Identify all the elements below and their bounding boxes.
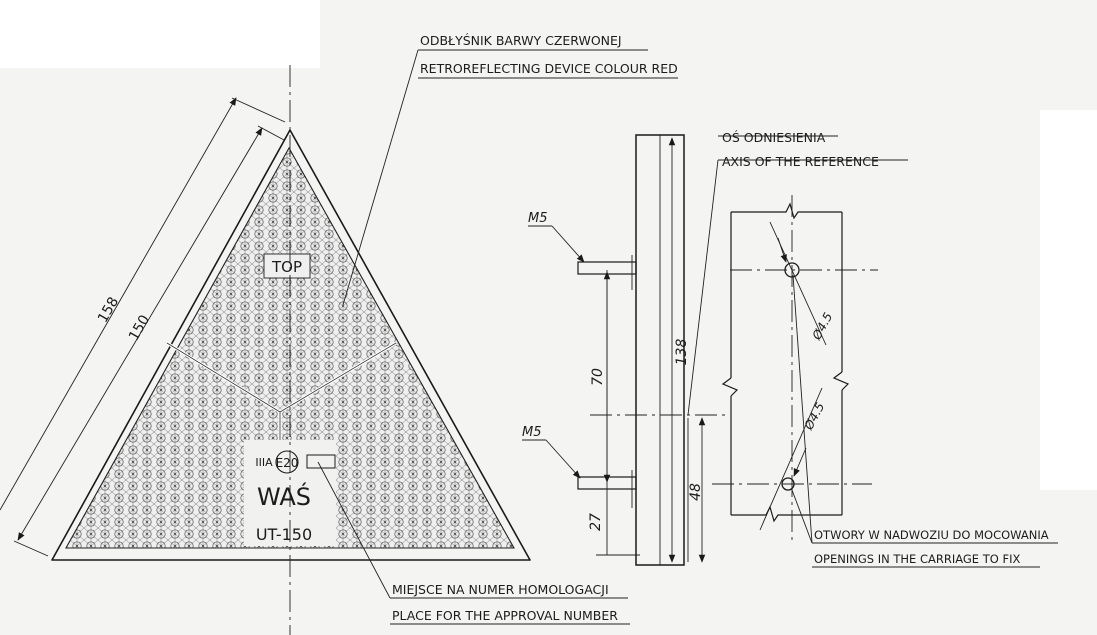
dia-leader-lower [759, 387, 823, 531]
e-mark-circle [275, 450, 299, 474]
model-mark: UT-150 [256, 525, 312, 544]
triangle-dimensions: 158 150 [0, 97, 286, 557]
label-axis-en: AXIS OF THE REFERENCE [722, 154, 879, 169]
label-reflector-pl: ODBŁYŚNIK BARWY CZERWONEJ [420, 33, 622, 48]
dim-27: 27 [588, 513, 604, 531]
label-holes-en: OPENINGS IN THE CARRIAGE TO FIX [814, 552, 1020, 566]
hole-upper [784, 262, 800, 278]
label-axis-pl: OŚ ODNIESIENIA [722, 130, 826, 145]
maker-mark: WAŚ [257, 481, 311, 511]
dim-70: 70 [590, 368, 606, 386]
dim-hole-upper: Ø4.5 [809, 310, 835, 343]
dim-hole-lower: Ø4.5 [801, 400, 827, 433]
paper-patch [1040, 110, 1097, 490]
thread-lower: M5 [522, 425, 542, 440]
class-mark: IIIA [255, 456, 273, 469]
side-view [522, 134, 908, 566]
top-plate [263, 253, 311, 279]
mounting-holes-view [712, 195, 1058, 568]
label-holes-pl: OTWORY W NADWOZIU DO MOCOWANIA [814, 528, 1049, 542]
e-mark: E20 [276, 456, 299, 470]
label-approval-en: PLACE FOR THE APPROVAL NUMBER [392, 608, 618, 623]
leaders-triangle [317, 49, 678, 625]
top-mark: TOP [271, 258, 302, 276]
dim-line-150 [17, 127, 263, 541]
label-approval-pl: MIEJSCE NA NUMER HOMOLOGACJI [392, 582, 609, 597]
dim-48: 48 [688, 483, 704, 501]
dim-138: 138 [674, 339, 690, 366]
hole-lower [781, 477, 795, 491]
dim-158: 158 [95, 294, 122, 325]
dim-150: 150 [126, 312, 153, 343]
label-reflector-en: RETROREFLECTING DEVICE COLOUR RED [420, 61, 678, 76]
thread-upper: M5 [528, 211, 548, 226]
paper-patch [0, 0, 320, 68]
triangle-reflector: TOP IIIA E20 WAŚ UT-150 [51, 65, 531, 635]
